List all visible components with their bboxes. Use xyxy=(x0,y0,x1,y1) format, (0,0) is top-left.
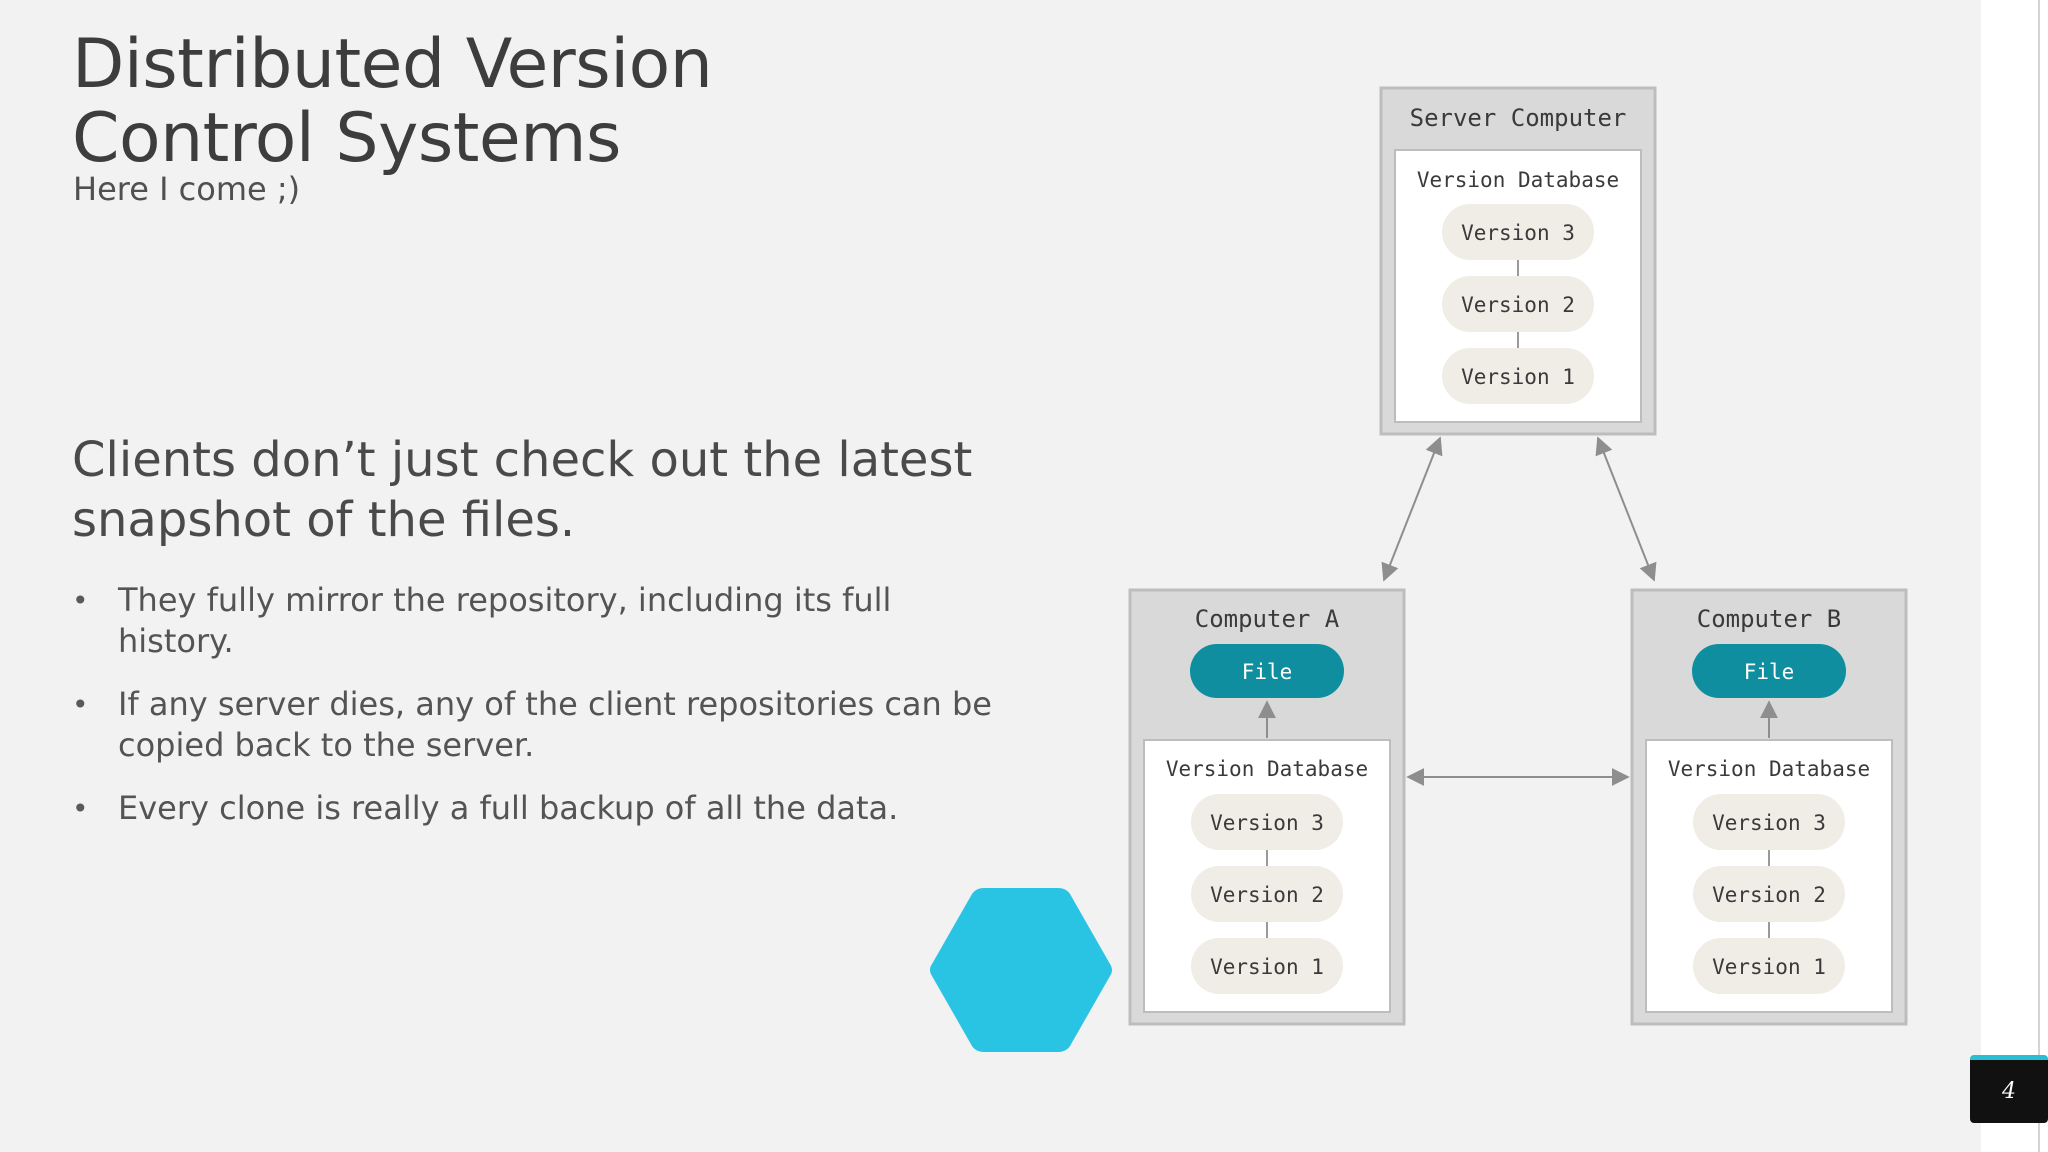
page-number-badge: 4 xyxy=(1970,1055,2048,1123)
computer-a-label: Computer A xyxy=(1195,605,1340,633)
computer-b-file-label: File xyxy=(1744,660,1795,684)
bullet-item: They fully mirror the repository, includ… xyxy=(72,580,1012,662)
computer-b-label: Computer B xyxy=(1697,605,1842,633)
arrow-server-to-b xyxy=(1595,436,1657,582)
bullet-item: Every clone is really a full backup of a… xyxy=(72,788,1012,829)
bullet-list: They fully mirror the repository, includ… xyxy=(72,580,1012,851)
computer-a-version-3: Version 3 xyxy=(1210,811,1324,835)
computer-a-file-label: File xyxy=(1242,660,1293,684)
computer-a-version-2: Version 2 xyxy=(1210,883,1324,907)
dvcs-diagram: Server Computer Version Database Version… xyxy=(1128,86,1908,1026)
server-label: Server Computer xyxy=(1410,104,1627,132)
window-edge xyxy=(2038,0,2040,1152)
computer-a-version-1: Version 1 xyxy=(1210,955,1324,979)
server-version-3: Version 3 xyxy=(1461,221,1575,245)
computer-a-file xyxy=(1190,644,1344,698)
server-version-1: Version 1 xyxy=(1461,365,1575,389)
computer-b-version-2: Version 2 xyxy=(1712,883,1826,907)
slide-subtitle: Here I come ;) xyxy=(73,170,301,208)
bullet-item: If any server dies, any of the client re… xyxy=(72,684,1012,766)
right-margin xyxy=(1981,0,2048,1152)
computer-a: Computer A File Version Database Version… xyxy=(1128,588,1406,1026)
computer-b-version-3: Version 3 xyxy=(1712,811,1826,835)
computer-a-database-label: Version Database xyxy=(1166,757,1368,781)
computer-b-database-label: Version Database xyxy=(1668,757,1870,781)
computer-b-file xyxy=(1692,644,1846,698)
arrow-server-to-a xyxy=(1381,436,1443,582)
slide: Distributed Version Control Systems Here… xyxy=(0,0,1981,1152)
computer-b: Computer B File Version Database Version… xyxy=(1630,588,1908,1026)
server-database-label: Version Database xyxy=(1417,168,1619,192)
hexagon-shape-icon xyxy=(930,888,1112,1052)
slide-title: Distributed Version Control Systems xyxy=(72,25,713,178)
computer-b-version-1: Version 1 xyxy=(1712,955,1826,979)
content-heading: Clients don’t just check out the latest … xyxy=(72,432,973,548)
server-computer: Server Computer Version Database Version… xyxy=(1379,86,1657,436)
server-version-2: Version 2 xyxy=(1461,293,1575,317)
